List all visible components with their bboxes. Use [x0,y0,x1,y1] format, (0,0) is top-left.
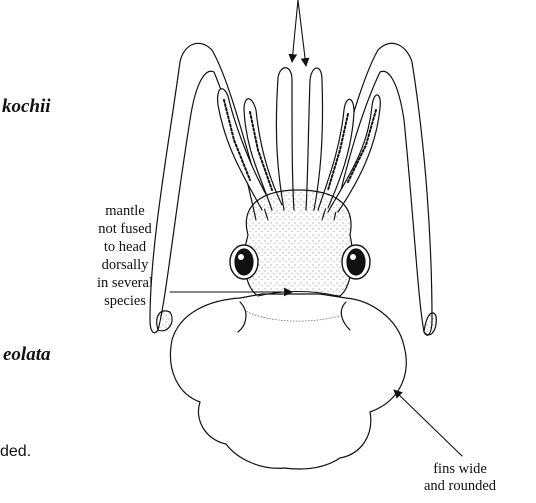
arm-right-3 [306,68,323,210]
arms-arrow-right [298,0,306,66]
arm-left-3 [276,68,294,210]
fins-pointer [394,390,462,456]
mantle-fins [170,294,406,469]
head [244,190,352,296]
arms-arrow-left [292,0,298,62]
